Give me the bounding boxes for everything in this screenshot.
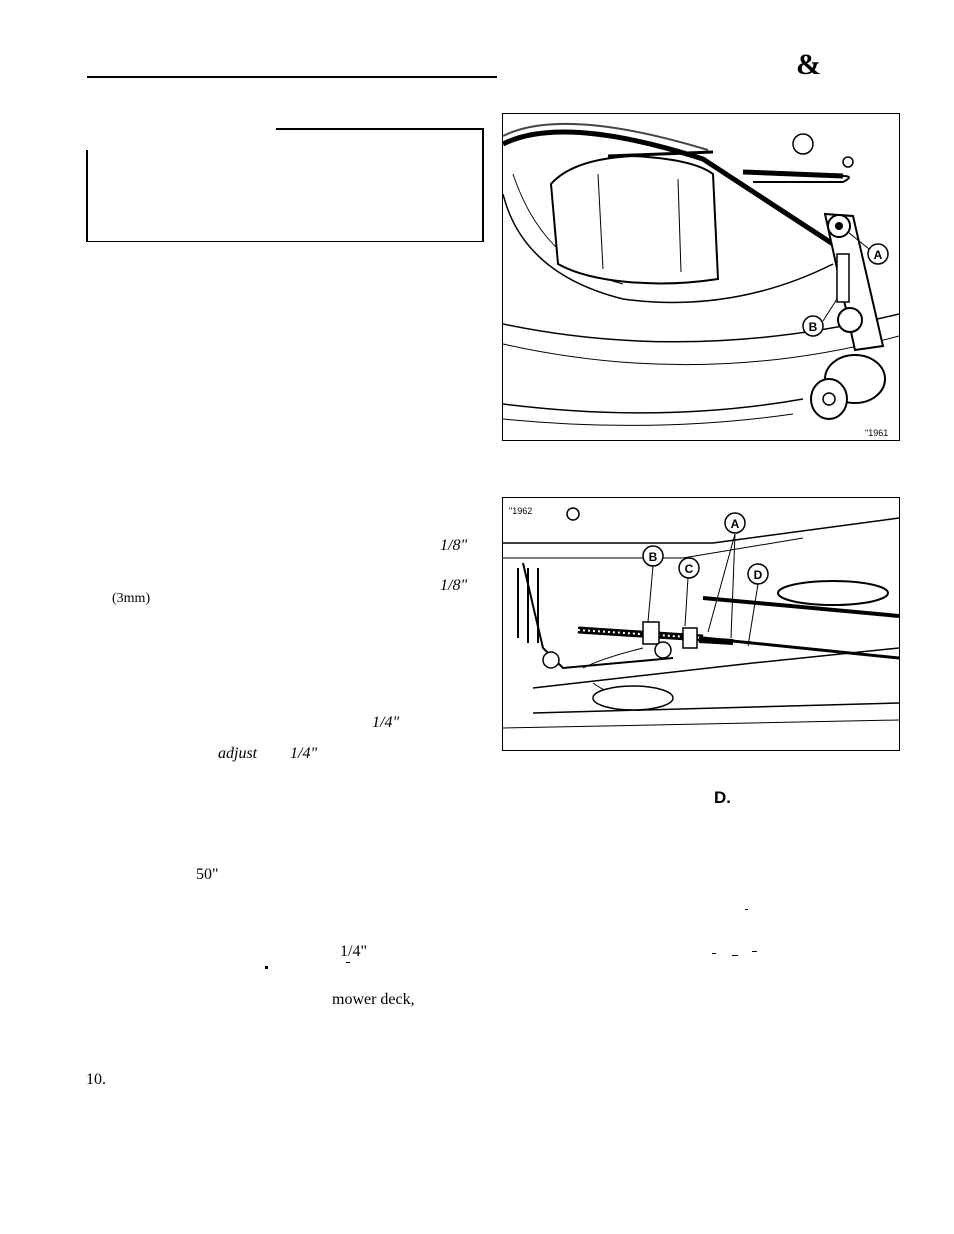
fragment-d: D. bbox=[714, 788, 731, 807]
fragment-quarter-inch: 1/4" bbox=[340, 943, 367, 960]
callout-c: C bbox=[685, 562, 694, 576]
figure-belt-idler: A B "1961 bbox=[502, 113, 900, 441]
fragment-quarter-inch: 1/4" bbox=[372, 714, 400, 731]
callout-a: A bbox=[731, 517, 740, 531]
fragment-fifty-inch: 50" bbox=[196, 866, 219, 883]
figure-belt-idler-drawing: A B "1961 bbox=[503, 122, 899, 438]
note-box bbox=[86, 128, 484, 242]
fragment-adjust: adjust bbox=[218, 745, 258, 762]
fragment-one-eighth-inch: 1/8" bbox=[440, 537, 468, 554]
figure-tension-rod: "1962 B bbox=[502, 497, 900, 751]
figure-code: "1961 bbox=[865, 428, 888, 438]
figure-code: "1962 bbox=[509, 506, 532, 516]
callout-d: D bbox=[754, 568, 763, 582]
fragment-three-mm: (3mm) bbox=[112, 591, 151, 606]
figure-tension-rod-drawing: "1962 B bbox=[503, 506, 899, 729]
fragment-mower-deck: mower deck, bbox=[332, 991, 415, 1008]
fragment-one-eighth-inch: 1/8" bbox=[440, 577, 468, 594]
callout-a: A bbox=[874, 248, 883, 262]
callout-b: B bbox=[649, 550, 658, 564]
header-rule bbox=[87, 76, 497, 78]
header-ampersand: & bbox=[796, 48, 821, 81]
callout-b: B bbox=[809, 320, 818, 334]
fragment-quarter-inch: 1/4" bbox=[290, 745, 318, 762]
fragment-step-ten: 10. bbox=[86, 1071, 106, 1088]
